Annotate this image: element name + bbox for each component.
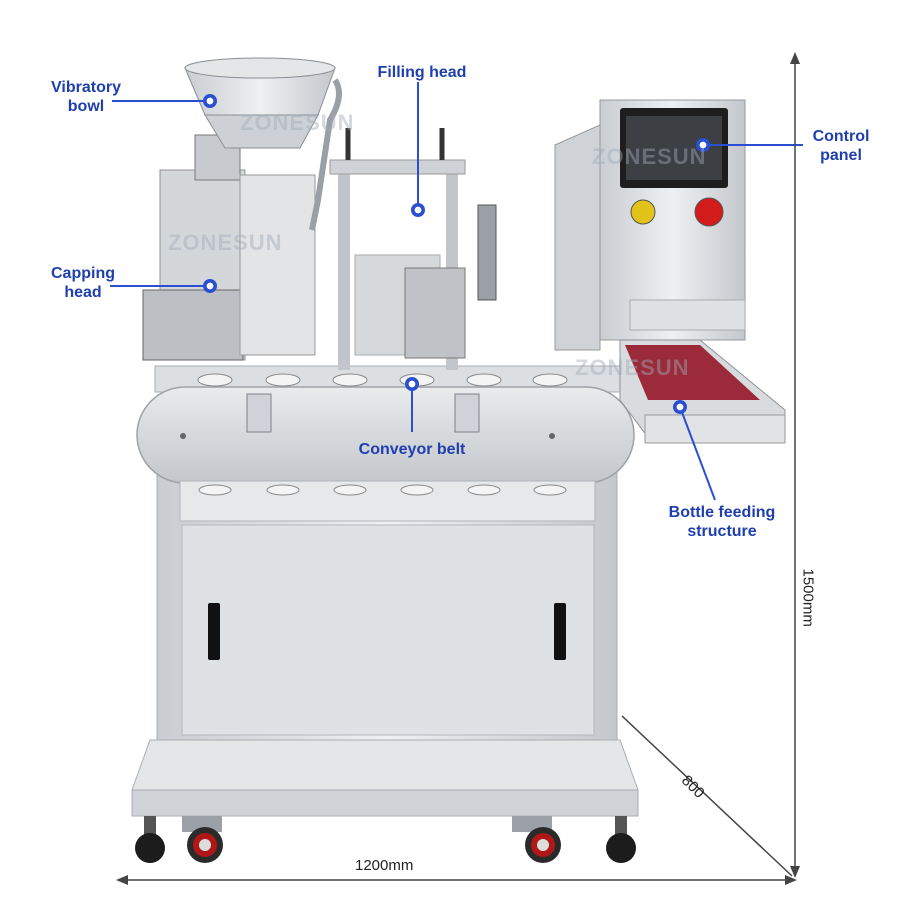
dimension-height: 1500mm: [799, 568, 817, 627]
watermark-4: ZONESUN: [575, 355, 690, 380]
dimension-lines: [116, 52, 800, 885]
bottom-shelf: [131, 739, 639, 791]
vibratory-bowl-shape: [184, 57, 342, 231]
dimension-width: 1200mm: [355, 857, 414, 874]
bottom-shelf-front: [131, 789, 639, 817]
filling-nozzle-block: [404, 267, 466, 359]
key-switch: [630, 199, 656, 225]
watermark-3: ZONESUN: [168, 230, 283, 255]
door-handle-right: [554, 603, 566, 660]
callout-dots: [203, 94, 710, 414]
conveyor-lower-strip: [179, 480, 596, 522]
watermark-2: ZONESUN: [592, 144, 707, 169]
label-filling-head: Filling head: [377, 64, 467, 81]
callout-lines: [110, 82, 803, 501]
bottles-bottom: [198, 484, 567, 496]
filling-top-plate: [329, 159, 466, 175]
bottle-feeding-tray: [619, 339, 786, 444]
filling-cylinder: [477, 204, 497, 301]
filling-column-left: [338, 160, 350, 370]
emergency-stop: [694, 197, 724, 227]
conveyor-cover: [136, 386, 635, 484]
label-conveyor-belt: Conveyor belt: [358, 441, 466, 458]
door-handle-left: [208, 603, 220, 660]
casters: [135, 816, 636, 863]
control-unit: [554, 99, 746, 351]
capping-arm: [239, 174, 316, 356]
watermark-1: ZONESUN: [240, 110, 355, 135]
cabinet-door-panel: [181, 524, 595, 736]
capping-clamp: [142, 289, 244, 361]
